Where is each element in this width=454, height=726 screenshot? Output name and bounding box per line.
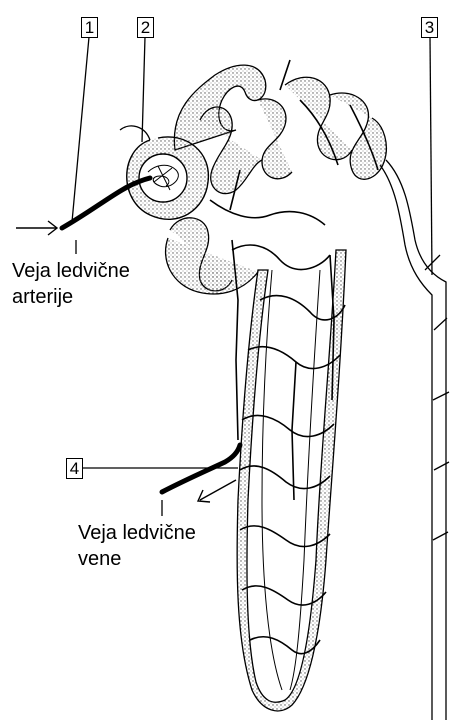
vein-caption-line1: Veja ledvične <box>78 520 196 546</box>
collecting-duct <box>380 160 449 720</box>
label-4: 4 <box>66 458 83 479</box>
outflow-arrow <box>198 480 236 502</box>
artery-caption-line2: arterije <box>12 284 130 310</box>
artery-caption-line1: Veja ledvične <box>12 258 130 284</box>
label-3: 3 <box>421 17 438 38</box>
label-1: 1 <box>81 17 98 38</box>
vein-caption-line2: vene <box>78 546 196 572</box>
vein-caption: Veja ledvične vene <box>78 520 196 572</box>
label-2: 2 <box>137 17 154 38</box>
artery-caption: Veja ledvične arterije <box>12 258 130 310</box>
inflow-arrow <box>16 221 57 235</box>
